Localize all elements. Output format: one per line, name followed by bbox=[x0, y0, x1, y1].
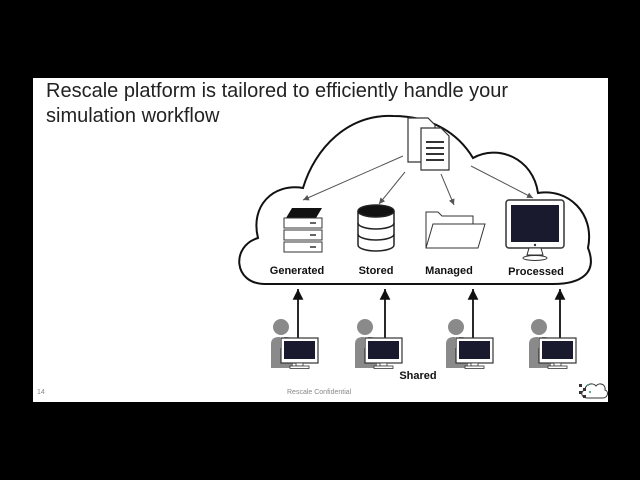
rescale-logo bbox=[579, 383, 608, 399]
node-label-stored: Stored bbox=[359, 265, 394, 277]
footer-confidential: Rescale Confidential bbox=[287, 389, 352, 396]
database-icon bbox=[357, 204, 395, 252]
user-at-computer-icon bbox=[529, 319, 577, 369]
shared-label: Shared bbox=[399, 370, 436, 382]
monitor-icon bbox=[505, 199, 565, 261]
server-icon bbox=[283, 208, 323, 253]
user-at-computer-icon bbox=[355, 319, 403, 369]
node-label-processed: Processed bbox=[508, 266, 564, 278]
documents-icon bbox=[407, 117, 450, 171]
slide: Rescale platform is tailored to efficien… bbox=[33, 78, 608, 402]
node-label-managed: Managed bbox=[425, 265, 473, 277]
upload-arrows bbox=[292, 289, 566, 340]
user-at-computer-icon bbox=[446, 319, 494, 369]
cloud-shape bbox=[238, 114, 592, 285]
page-number: 14 bbox=[37, 389, 45, 396]
workflow-diagram: Generated Stored Managed Processed Share… bbox=[238, 114, 608, 399]
folder-icon bbox=[425, 211, 486, 249]
slide-title: Rescale platform is tailored to efficien… bbox=[46, 80, 509, 127]
users-group bbox=[271, 319, 577, 369]
distribution-arrows bbox=[302, 155, 534, 206]
node-label-generated: Generated bbox=[270, 265, 324, 277]
user-at-computer-icon bbox=[271, 319, 319, 369]
